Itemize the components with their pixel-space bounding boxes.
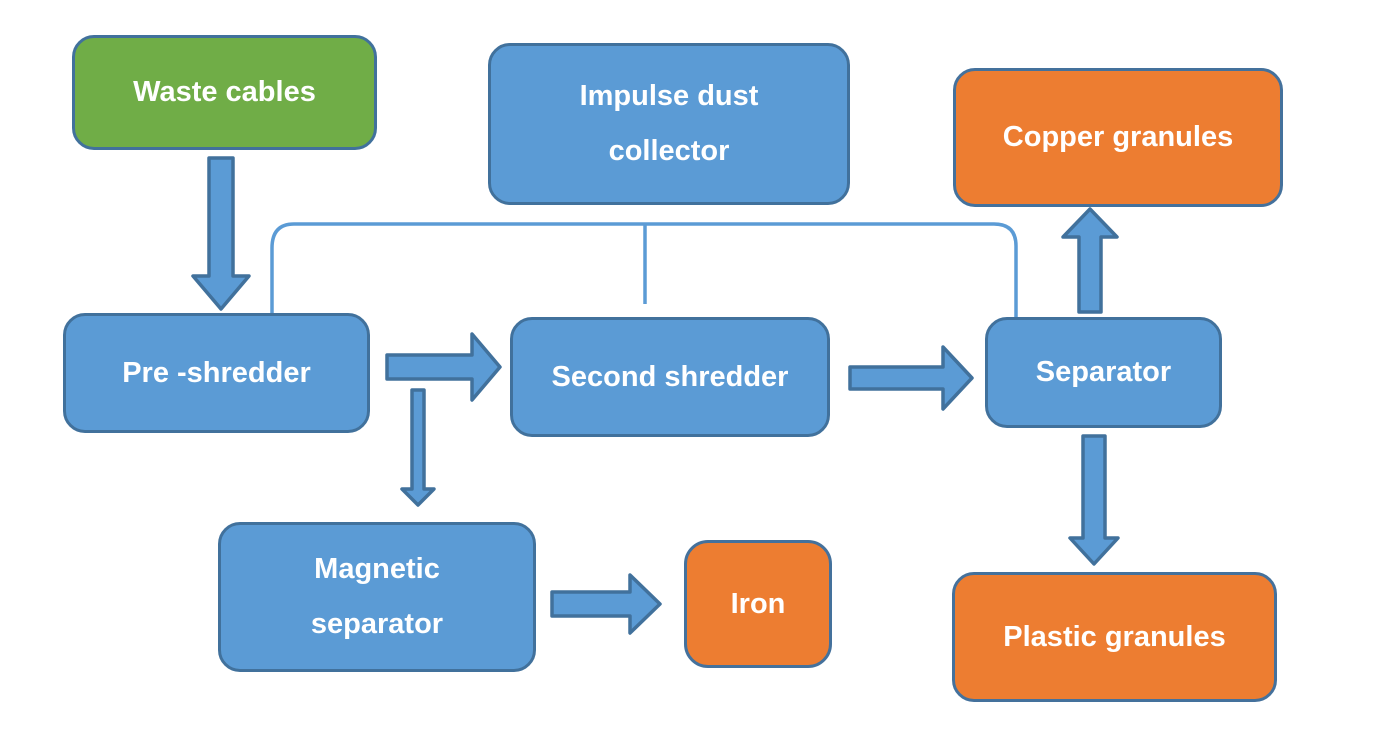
arrow-separator-to-plastic-granules <box>1068 434 1120 566</box>
node-label: Waste cables <box>133 76 316 108</box>
node-label: Separator <box>1035 356 1172 388</box>
arrow-magnetic-separator-to-iron <box>550 573 662 635</box>
node-label: Copper granules <box>1002 121 1234 153</box>
node-pre-shredder: Pre -shredder <box>63 313 370 433</box>
node-impulse-dust-collector: Impulse dust collector <box>488 43 850 205</box>
node-label: Iron <box>730 587 786 620</box>
arrow-separator-to-copper-granules <box>1061 207 1119 314</box>
node-copper-granules: Copper granules <box>953 68 1283 207</box>
node-magnetic-separator: Magnetic separator <box>218 522 536 672</box>
arrow-preshredder-to-secondshredder <box>385 332 502 402</box>
arrow-waste-cables-to-preshredder <box>191 156 251 311</box>
node-iron: Iron <box>684 540 832 668</box>
node-second-shredder: Second shredder <box>510 317 830 437</box>
node-label: Plastic granules <box>1003 620 1226 653</box>
node-plastic-granules: Plastic granules <box>952 572 1277 702</box>
node-label: Pre -shredder <box>122 356 311 389</box>
node-label: Second shredder <box>551 360 789 393</box>
node-label: Magnetic separator <box>310 553 444 640</box>
node-waste-cables: Waste cables <box>72 35 377 150</box>
node-label: Impulse dust collector <box>579 80 759 167</box>
arrow-preshredder-to-magnetic-separator <box>400 388 436 507</box>
node-separator: Separator <box>985 317 1222 428</box>
arrow-secondshredder-to-separator <box>848 345 974 411</box>
